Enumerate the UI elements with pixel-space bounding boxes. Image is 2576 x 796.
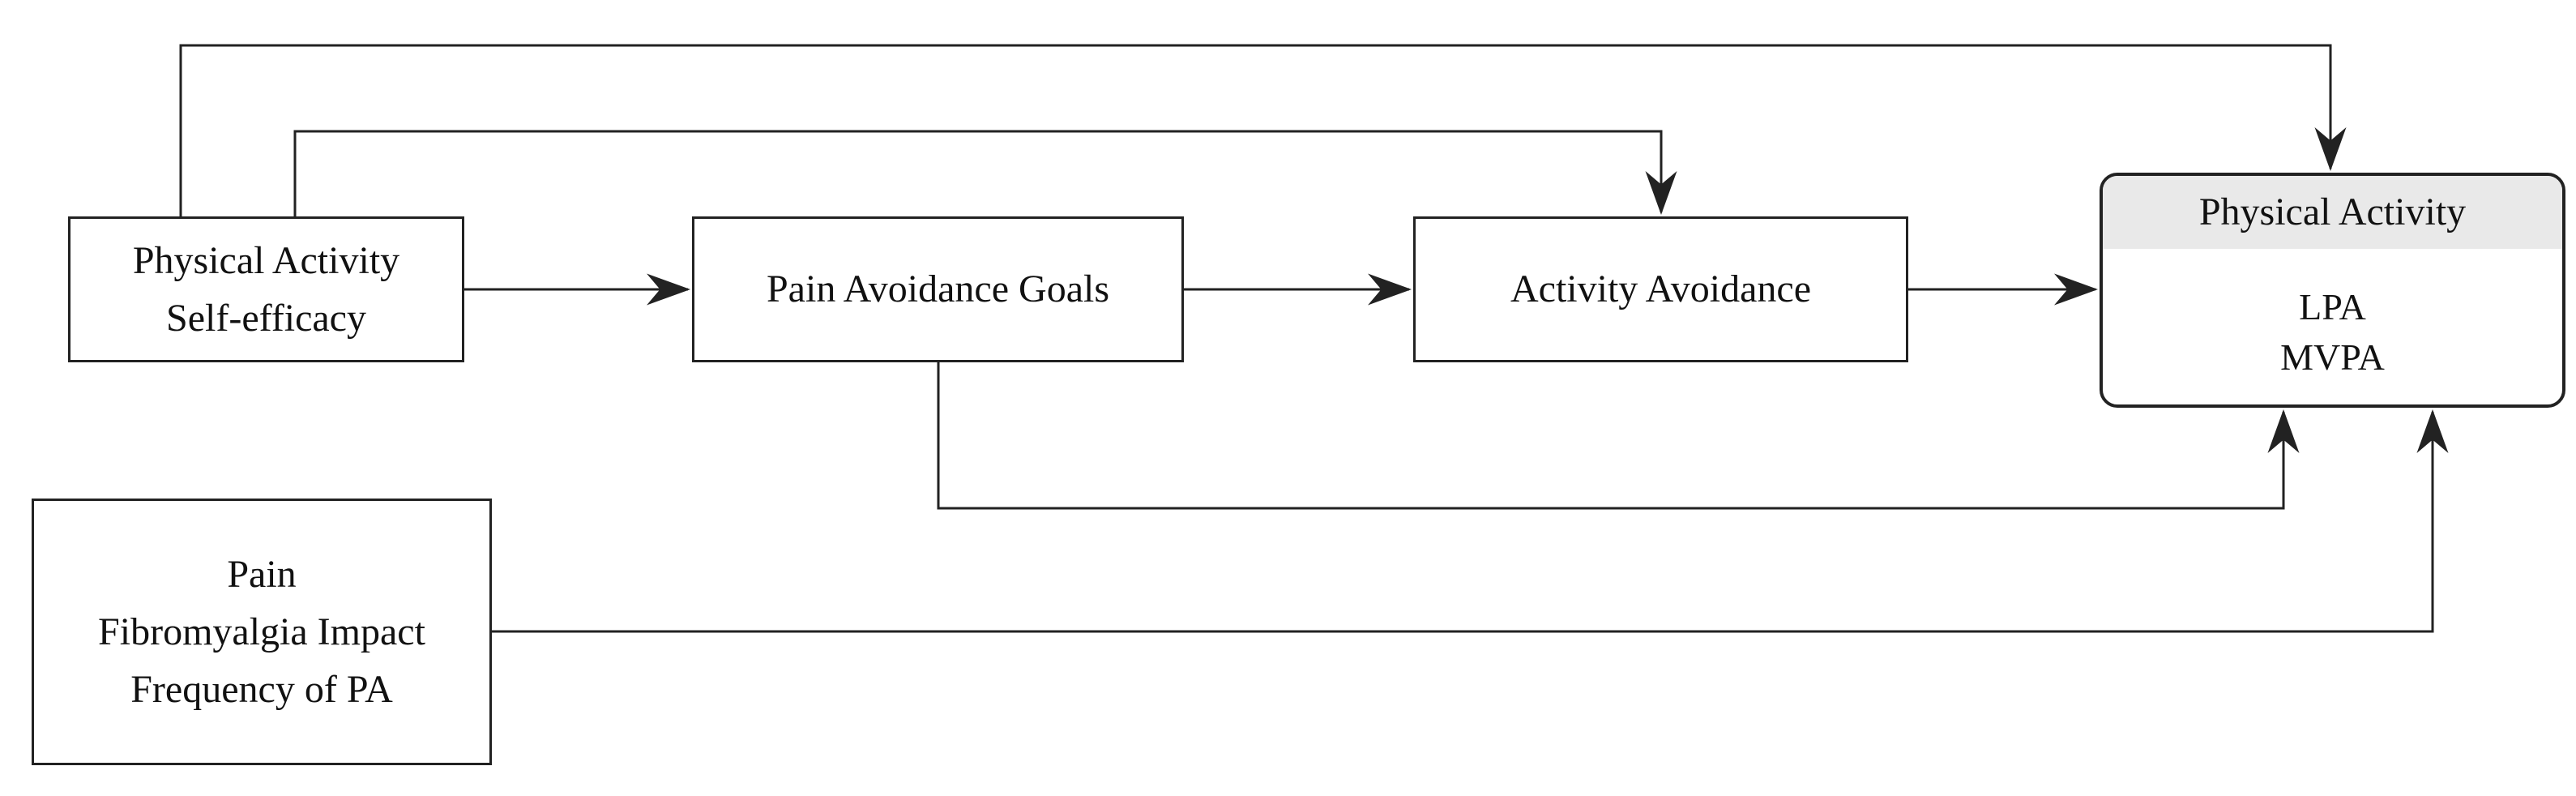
node-label-line: Physical Activity	[132, 238, 400, 282]
node-physical-activity: Physical Activity LPA MVPA	[2100, 173, 2565, 408]
edge-pain-avoidance-goals-to-physical-activity-bottom	[937, 362, 2300, 510]
edge-self-efficacy-to-activity-avoidance-top	[293, 130, 1677, 216]
node-activity-avoidance: Activity Avoidance	[1413, 216, 1908, 362]
node-label-line: Activity Avoidance	[1510, 267, 1811, 311]
node-label-line: Pain Avoidance Goals	[766, 267, 1110, 311]
node-label-line: MVPA	[2280, 336, 2385, 378]
edge-self-efficacy-to-physical-activity-top	[179, 44, 2347, 216]
node-physical-activity-self-efficacy: Physical Activity Self-efficacy	[68, 216, 464, 362]
node-pain-avoidance-goals: Pain Avoidance Goals	[692, 216, 1184, 362]
node-header-label: Physical Activity	[2198, 190, 2467, 234]
node-label-line: Pain	[227, 552, 297, 596]
node-label-line: Fibromyalgia Impact	[98, 610, 425, 653]
node-label-line: Frequency of PA	[130, 668, 393, 712]
node-label-line: LPA	[2299, 285, 2366, 327]
node-physical-activity-header: Physical Activity	[2103, 176, 2562, 249]
node-physical-activity-body: LPA MVPA	[2103, 249, 2562, 404]
node-label-line: Self-efficacy	[166, 297, 366, 340]
edge-pain-fibromyalgia-to-physical-activity-bottom	[492, 409, 2449, 633]
node-pain-fibromyalgia: Pain Fibromyalgia Impact Frequency of PA	[32, 499, 492, 765]
